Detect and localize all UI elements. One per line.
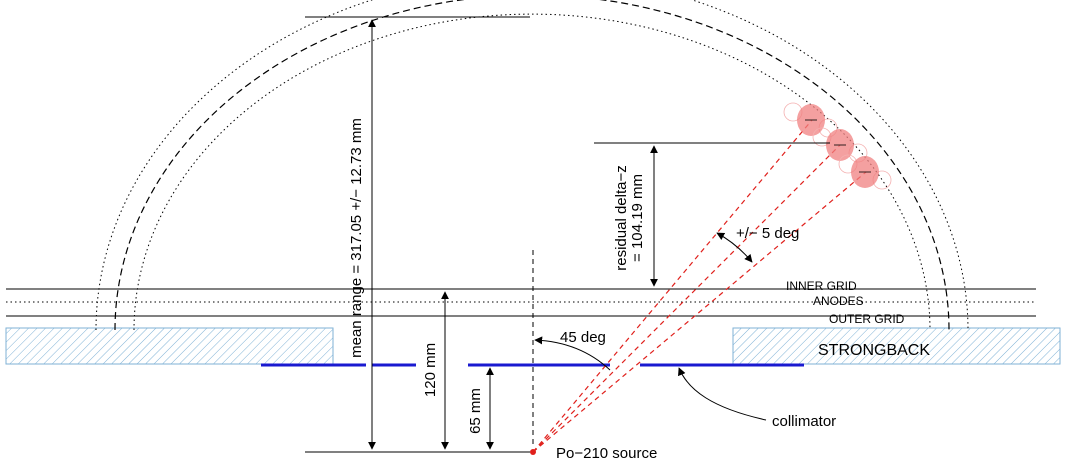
source-label: Po−210 source <box>556 445 657 460</box>
ray-1 <box>532 119 813 453</box>
angle-spread-label: +/− 5 deg <box>736 225 799 242</box>
outer-grid-label: OUTER GRID <box>829 312 905 326</box>
strongback-right <box>732 327 1061 365</box>
inner-grid-label: INNER GRID <box>786 279 857 293</box>
ray-2 <box>532 144 841 453</box>
residual-label-line1: residual delta−z <box>613 165 630 270</box>
strongback-label: STRONGBACK <box>818 342 930 359</box>
collimator-pointer-arrow <box>678 367 767 421</box>
dim-65-label: 65 mm <box>467 388 484 434</box>
residual-label-line2: = 104.19 mm <box>629 174 646 262</box>
mean-range-label: mean range = 317.05 +/− 12.73 mm <box>348 118 365 358</box>
dim-120-label: 120 mm <box>422 343 439 397</box>
anodes-label: ANODES <box>813 294 864 308</box>
strongback-left <box>5 327 334 365</box>
range-arc-mean <box>114 0 950 331</box>
source-point <box>530 449 536 455</box>
ray-3 <box>532 171 867 453</box>
hit-cluster-3 <box>838 154 892 190</box>
collimator-label: collimator <box>772 413 836 430</box>
angle-spread-arc <box>716 232 753 263</box>
angle-45-label: 45 deg <box>560 329 606 346</box>
hit-cluster-1 <box>783 102 838 138</box>
angle-45-arc <box>534 336 611 371</box>
range-arc-inner <box>133 13 931 331</box>
hit-cluster-2 <box>812 127 868 163</box>
